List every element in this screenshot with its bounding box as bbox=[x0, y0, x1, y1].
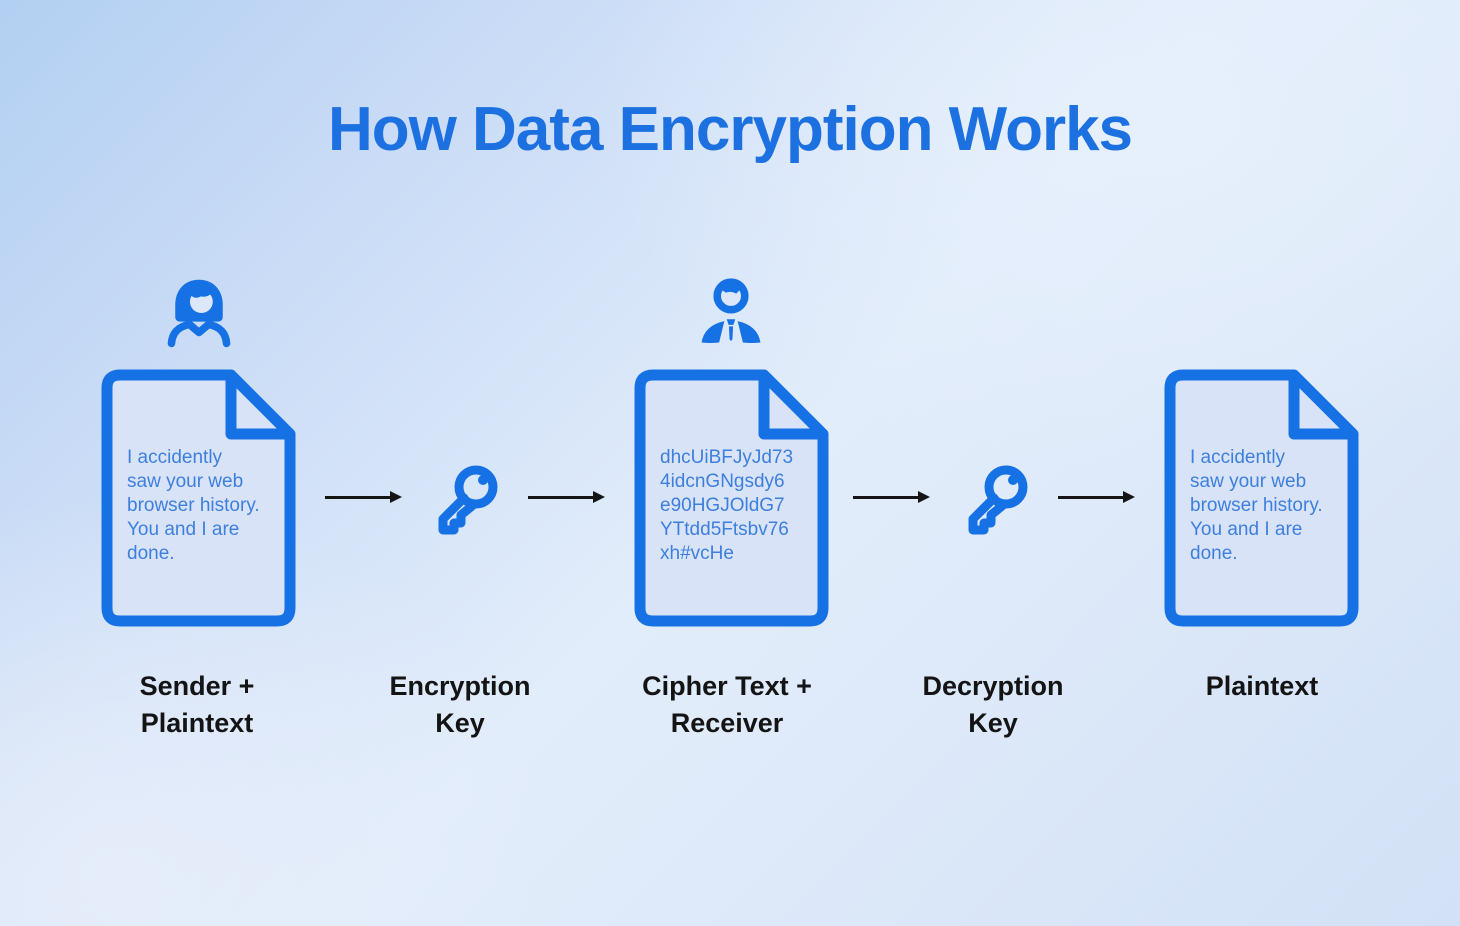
document-icon: I accidently saw your web browser histor… bbox=[100, 368, 297, 628]
label-plaintext: Plaintext bbox=[1205, 671, 1319, 701]
page-title: How Data Encryption Works bbox=[327, 95, 1133, 164]
label-sender-plaintext: Sender + Plaintext bbox=[139, 671, 255, 738]
arrow-right-icon bbox=[853, 491, 930, 503]
cipher-text-message: dhcUiBFJyJd73 4idcnGNgsdy6 e90HGJOldG7 Y… bbox=[660, 447, 794, 564]
woman-avatar-icon bbox=[161, 276, 237, 352]
plaintext-message: I accidently saw your web browser histor… bbox=[1190, 447, 1323, 564]
document-icon: dhcUiBFJyJd73 4idcnGNgsdy6 e90HGJOldG7 Y… bbox=[633, 368, 830, 628]
arrow-right-icon bbox=[1058, 491, 1135, 503]
document-icon: I accidently saw your web browser histor… bbox=[1163, 368, 1360, 628]
plaintext-message: I accidently saw your web browser histor… bbox=[127, 447, 260, 564]
arrow-right-icon bbox=[528, 491, 605, 503]
label-encryption-key: Encryption Key bbox=[389, 671, 531, 738]
key-icon bbox=[958, 460, 1034, 536]
key-icon bbox=[428, 460, 504, 536]
label-decryption-key: Decryption Key bbox=[922, 671, 1064, 738]
man-avatar-icon bbox=[693, 276, 769, 352]
label-cipher-text-receiver: Cipher Text + Receiver bbox=[642, 671, 812, 738]
arrow-right-icon bbox=[325, 491, 402, 503]
